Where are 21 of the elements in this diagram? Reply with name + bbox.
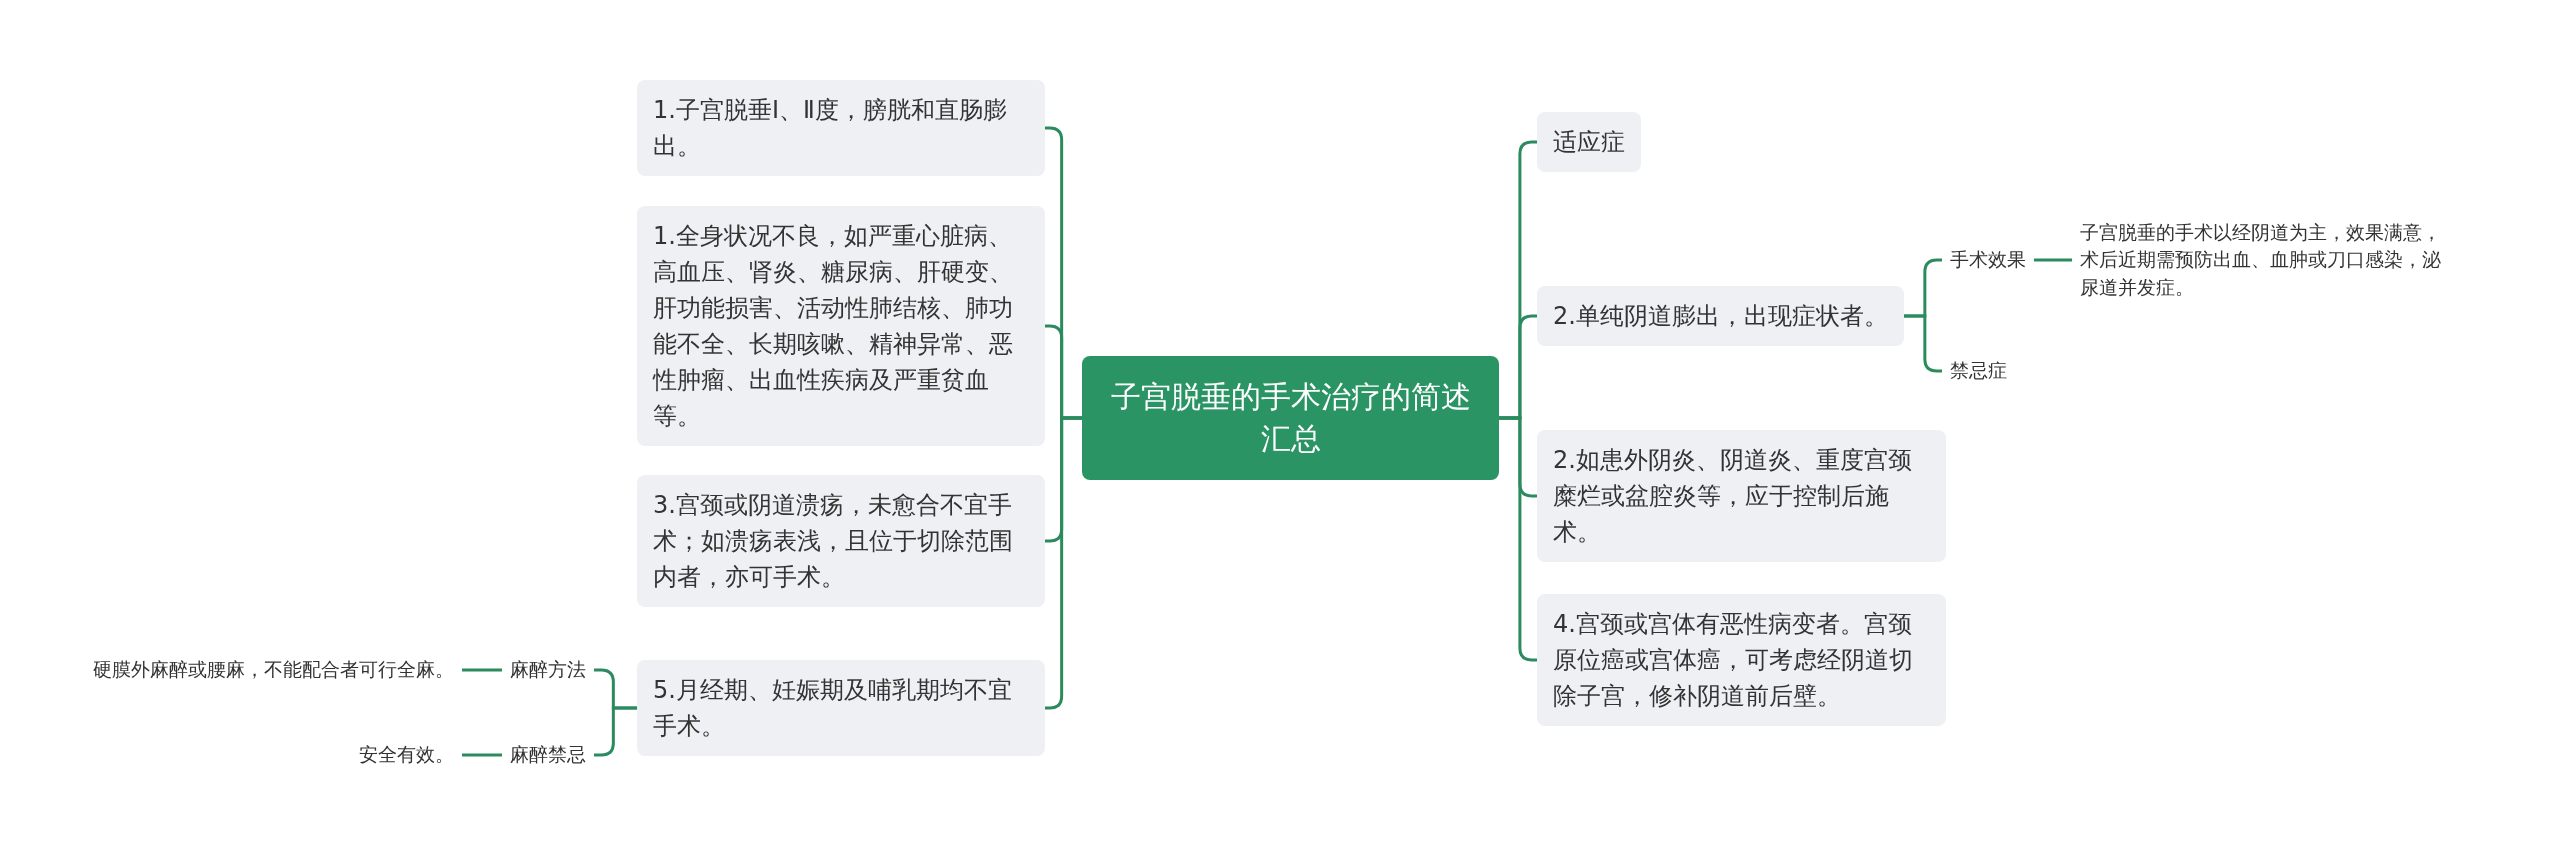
branch-label: 麻醉禁忌	[502, 741, 594, 769]
branch-label: 硬膜外麻醉或腰麻，不能配合者可行全麻。	[85, 656, 462, 684]
branch-label: 安全有效。	[351, 741, 462, 769]
connector-line	[1499, 416, 1537, 662]
topic-box: 子宫脱垂的手术治疗的简述汇总	[1082, 356, 1499, 480]
branch-box: 1.子宫脱垂Ⅰ、Ⅱ度，膀胱和直肠膨出。	[637, 80, 1045, 176]
connector-line	[594, 706, 637, 757]
branch-box: 1.全身状况不良，如严重心脏病、高血压、肾炎、糖尿病、肝硬变、肝功能损害、活动性肺结核、肺功能不全、长期咳嗽、精神异常、恶性肿瘤、出血性疾病及严重贫血等。	[637, 206, 1045, 446]
connector-line	[2034, 258, 2072, 262]
branch-label: 手术效果	[1942, 246, 2034, 274]
connector-line	[462, 668, 502, 672]
branch-label: 麻醉方法	[502, 656, 594, 684]
branch-box: 3.宫颈或阴道溃疡，未愈合不宜手术；如溃疡表浅，且位于切除范围内者，亦可手术。	[637, 475, 1045, 607]
branch-box: 4.宫颈或宫体有恶性病变者。宫颈原位癌或宫体癌，可考虑经阴道切除子宫，修补阴道前后壁。	[1537, 594, 1946, 726]
branch-label: 禁忌症	[1942, 357, 2015, 385]
branch-box: 2.如患外阴炎、阴道炎、重度宫颈糜烂或盆腔炎等，应于控制后施术。	[1537, 430, 1946, 562]
branch-box: 适应症	[1537, 112, 1641, 172]
branch-box: 5.月经期、妊娠期及哺乳期均不宜手术。	[637, 660, 1045, 756]
connector-line	[462, 753, 502, 757]
branch-label: 子宫脱垂的手术以经阴道为主，效果满意，术后近期需预防出血、血肿或刀口感染，泌尿道并发症。	[2072, 218, 2464, 302]
branch-box: 2.单纯阴道膨出，出现症状者。	[1537, 286, 1904, 346]
